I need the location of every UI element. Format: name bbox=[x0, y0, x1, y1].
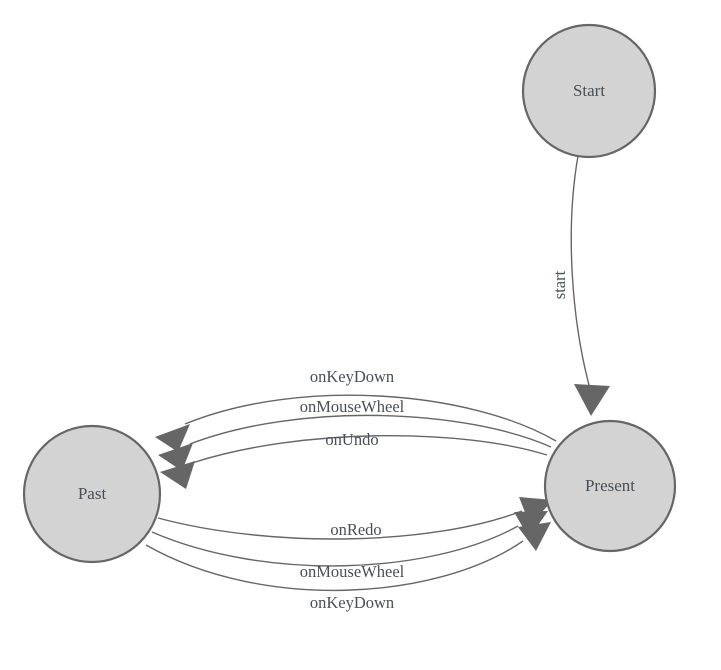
edge-start-arrowhead bbox=[574, 384, 610, 416]
edge-start[interactable]: start bbox=[550, 155, 610, 416]
edge-onkeydown-to-present[interactable]: onKeyDown bbox=[145, 522, 551, 612]
node-past-circle bbox=[22, 424, 162, 564]
edge-onkeydown-to-present-path bbox=[145, 540, 524, 592]
edge-onkeydown-to-past-label: onKeyDown bbox=[310, 367, 394, 386]
edge-onundo-arrowhead bbox=[160, 461, 195, 489]
edge-onkeydown-to-past[interactable]: onKeyDown bbox=[155, 367, 557, 452]
edge-onmousewheel-to-present-arrowhead bbox=[514, 511, 548, 538]
edge-start-label: start bbox=[550, 270, 569, 299]
edge-onkeydown-to-past-path bbox=[184, 394, 557, 442]
edge-onmousewheel-to-present-path bbox=[151, 525, 519, 567]
node-present[interactable]: Present bbox=[543, 419, 677, 553]
edge-onkeydown-to-present-label: onKeyDown bbox=[310, 593, 394, 612]
edge-onmousewheel-to-past-path bbox=[189, 414, 552, 448]
edge-onmousewheel-to-past[interactable]: onMouseWheel bbox=[158, 397, 552, 471]
edge-onmousewheel-to-present[interactable]: onMouseWheel bbox=[151, 511, 548, 581]
edge-onundo-path bbox=[191, 434, 548, 464]
node-present-circle bbox=[543, 419, 677, 553]
edge-onredo-label: onRedo bbox=[330, 520, 381, 539]
node-present-label: Present bbox=[585, 476, 635, 495]
edge-onmousewheel-to-present-label: onMouseWheel bbox=[300, 562, 405, 581]
edge-onkeydown-to-past-arrowhead bbox=[155, 424, 190, 452]
node-past-label: Past bbox=[78, 484, 107, 503]
node-start-label: Start bbox=[573, 81, 605, 100]
edge-onmousewheel-to-past-label: onMouseWheel bbox=[300, 397, 405, 416]
node-past[interactable]: Past bbox=[22, 424, 162, 564]
edge-onundo-label: onUndo bbox=[325, 430, 378, 449]
edge-onkeydown-to-present-arrowhead bbox=[518, 522, 551, 551]
node-start[interactable]: Start bbox=[521, 23, 657, 159]
node-start-circle bbox=[521, 23, 657, 159]
edge-onredo[interactable]: onRedo bbox=[157, 497, 553, 540]
edge-start-path bbox=[570, 155, 590, 386]
edge-onundo[interactable]: onUndo bbox=[160, 430, 548, 489]
edge-onredo-path bbox=[157, 510, 523, 540]
edge-onmousewheel-to-past-arrowhead bbox=[158, 443, 193, 471]
